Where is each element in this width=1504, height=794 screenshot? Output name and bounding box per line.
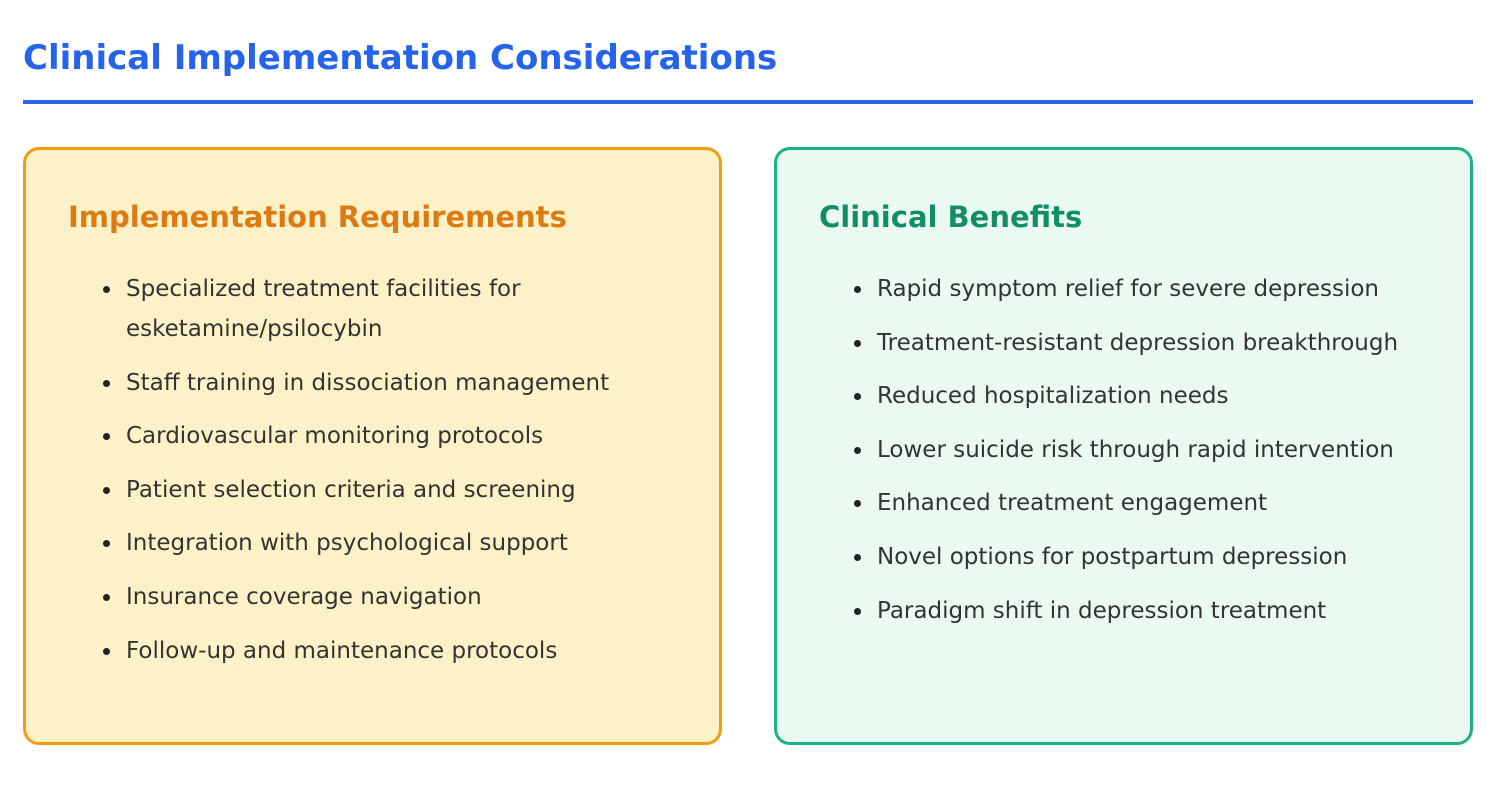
list-item: Paradigm shift in depression treatment (854, 591, 1440, 631)
title-divider (23, 100, 1473, 104)
list-item: Insurance coverage navigation (103, 577, 689, 617)
benefits-panel: Clinical Benefits Rapid symptom relief f… (774, 147, 1473, 745)
requirements-panel: Implementation Requirements Specialized … (23, 147, 722, 745)
list-item: Integration with psychological support (103, 523, 689, 563)
page-title: Clinical Implementation Considerations (23, 38, 778, 78)
list-item: Follow-up and maintenance protocols (103, 631, 689, 671)
list-item: Treatment-resistant depression breakthro… (854, 323, 1440, 363)
list-item: Rapid symptom relief for severe depressi… (854, 269, 1440, 309)
list-item: Specialized treatment facilities for esk… (103, 269, 689, 349)
benefits-title: Clinical Benefits (819, 200, 1083, 234)
panels: Implementation Requirements Specialized … (23, 147, 1473, 745)
list-item: Enhanced treatment engagement (854, 483, 1440, 523)
list-item: Reduced hospitalization needs (854, 376, 1440, 416)
list-item: Lower suicide risk through rapid interve… (854, 430, 1440, 470)
list-item: Staff training in dissociation managemen… (103, 363, 689, 403)
requirements-title: Implementation Requirements (68, 200, 567, 234)
list-item: Cardiovascular monitoring protocols (103, 416, 689, 456)
list-item: Novel options for postpartum depression (854, 537, 1440, 577)
benefits-list: Rapid symptom relief for severe depressi… (819, 269, 1440, 631)
requirements-list: Specialized treatment facilities for esk… (68, 269, 689, 671)
list-item: Patient selection criteria and screening (103, 470, 689, 510)
